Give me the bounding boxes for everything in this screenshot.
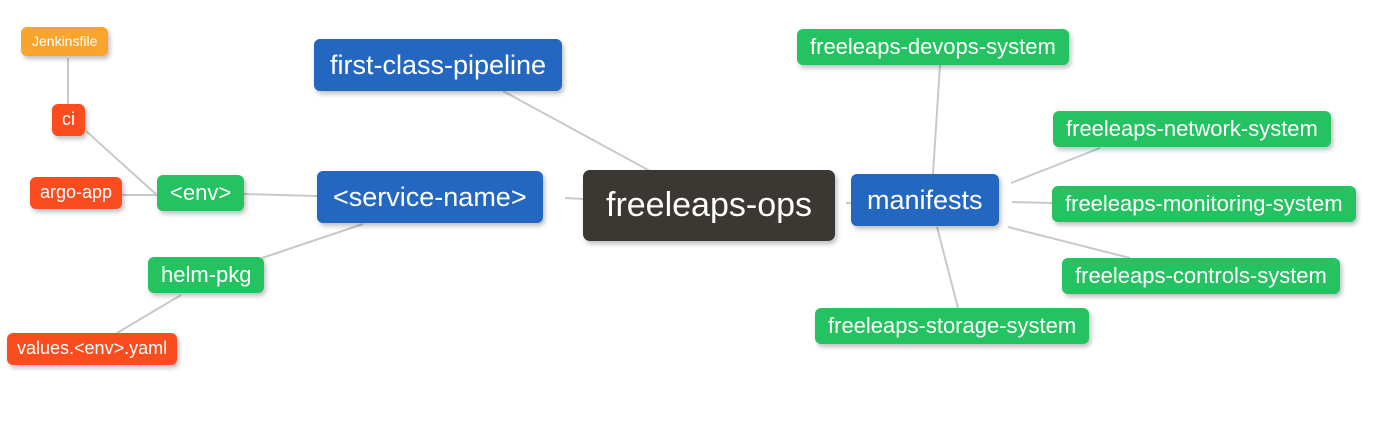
node-freeleaps-devops-system[interactable]: freeleaps-devops-system: [797, 29, 1069, 66]
edge-manifests-controls: [1007, 226, 1131, 259]
edge-manifests-storage: [936, 226, 959, 309]
node-env[interactable]: <env>: [157, 175, 245, 212]
edge-helm-pkg-values: [116, 294, 182, 334]
edge-service-name-helm-pkg: [261, 223, 364, 259]
edge-env-service-name: [242, 193, 318, 197]
edge-manifests-monitoring: [1011, 201, 1053, 204]
node-jenkinsfile[interactable]: Jenkinsfile: [21, 27, 109, 56]
edge-pipeline-root: [502, 90, 651, 172]
node-ci[interactable]: ci: [52, 104, 85, 136]
node-argo-app[interactable]: argo-app: [30, 177, 123, 209]
node-freeleaps-storage-system[interactable]: freeleaps-storage-system: [815, 308, 1090, 345]
edge-manifests-devops: [932, 64, 941, 175]
node-manifests[interactable]: manifests: [851, 174, 999, 227]
edge-manifests-network: [1010, 147, 1101, 184]
node-helm-pkg[interactable]: helm-pkg: [148, 257, 265, 294]
node-values-env-yaml[interactable]: values.<env>.yaml: [7, 333, 178, 365]
node-first-class-pipeline[interactable]: first-class-pipeline: [314, 39, 563, 92]
node-root-freeleaps-ops[interactable]: freeleaps-ops: [583, 170, 836, 241]
node-freeleaps-controls-system[interactable]: freeleaps-controls-system: [1062, 258, 1340, 295]
edge-service-name-root: [564, 197, 585, 200]
node-freeleaps-monitoring-system[interactable]: freeleaps-monitoring-system: [1052, 186, 1356, 223]
edge-ci-env: [85, 130, 159, 197]
node-service-name[interactable]: <service-name>: [317, 171, 543, 224]
node-freeleaps-network-system[interactable]: freeleaps-network-system: [1053, 111, 1331, 148]
